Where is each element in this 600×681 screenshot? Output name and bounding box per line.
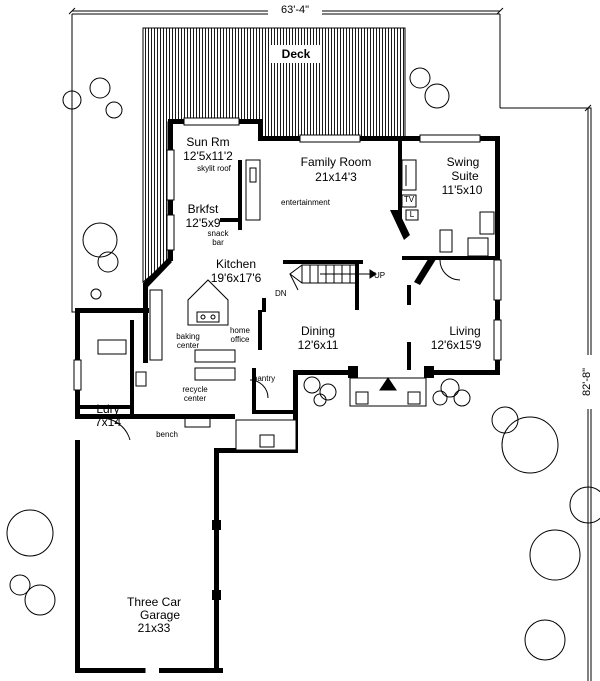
breakfast-name: Brkfst — [188, 202, 219, 216]
depth-dimension-label: 82'-8" — [581, 368, 593, 396]
tv-note: TV — [404, 195, 415, 204]
l-note: L — [410, 210, 415, 219]
windows — [73, 117, 502, 391]
up-note: UP — [374, 271, 385, 280]
baking-note1: baking — [176, 332, 200, 341]
landscape-trees — [6, 67, 600, 661]
living-name: Living — [449, 324, 480, 338]
deck-label: Deck — [282, 47, 311, 61]
swing-suite-name2: Suite — [451, 169, 479, 183]
garage-size: 21x33 — [138, 621, 171, 635]
sun-room-size: 12'5x11'2 — [183, 149, 233, 163]
dn-note: DN — [275, 289, 287, 298]
recycle-note2: center — [184, 394, 207, 403]
fireplace — [401, 159, 419, 221]
kitchen-name: Kitchen — [216, 257, 256, 271]
width-label-bg — [268, 3, 322, 17]
laundry-size: 7x14 — [95, 415, 121, 429]
entertainment-note: entertainment — [281, 198, 331, 207]
baking-note2: center — [177, 341, 200, 350]
doors — [99, 259, 461, 441]
home-office-note2: office — [231, 335, 251, 344]
garage-windows — [144, 520, 221, 675]
swing-suite-size: 11'5x10 — [442, 183, 483, 197]
plan-notes: entertainment TV L UP DN baking center h… — [156, 195, 415, 439]
home-office-note1: home — [230, 326, 251, 335]
pantry-note: pantry — [253, 374, 275, 383]
living-size: 12'6x15'9 — [431, 338, 482, 352]
width-dimension-label: 63'-4" — [281, 4, 309, 16]
bath-fixtures — [439, 211, 495, 257]
family-room-name: Family Room — [301, 155, 372, 169]
breakfast-note1: snack — [208, 229, 230, 238]
kitchen-size: 19'6x17'6 — [211, 271, 262, 285]
garage-name: Three Car — [127, 595, 181, 609]
kitchen-island — [187, 279, 229, 326]
swing-suite-name: Swing — [447, 155, 480, 169]
sun-room-name: Sun Rm — [186, 135, 229, 149]
family-room-size: 21x14'3 — [315, 170, 357, 184]
depth-label-bg — [579, 355, 593, 409]
dining-name: Dining — [301, 324, 335, 338]
breakfast-size: 12'5x9 — [186, 216, 221, 230]
staircase — [289, 264, 377, 291]
deck-label-bg — [270, 45, 322, 63]
bench-note: bench — [156, 430, 178, 439]
garage-name2: Garage — [140, 608, 180, 622]
front-entry — [235, 377, 427, 451]
breakfast-note2: bar — [212, 238, 224, 247]
room-labels: Sun Rm 12'5x11'2 skylit roof Family Room… — [95, 135, 483, 635]
interior-walls — [80, 141, 495, 414]
dining-size: 12'6x11 — [298, 338, 339, 352]
counters — [97, 159, 261, 428]
recycle-note1: recycle — [182, 385, 208, 394]
laundry-name: Ldry — [96, 402, 119, 416]
sun-room-note: skylit roof — [197, 164, 232, 173]
